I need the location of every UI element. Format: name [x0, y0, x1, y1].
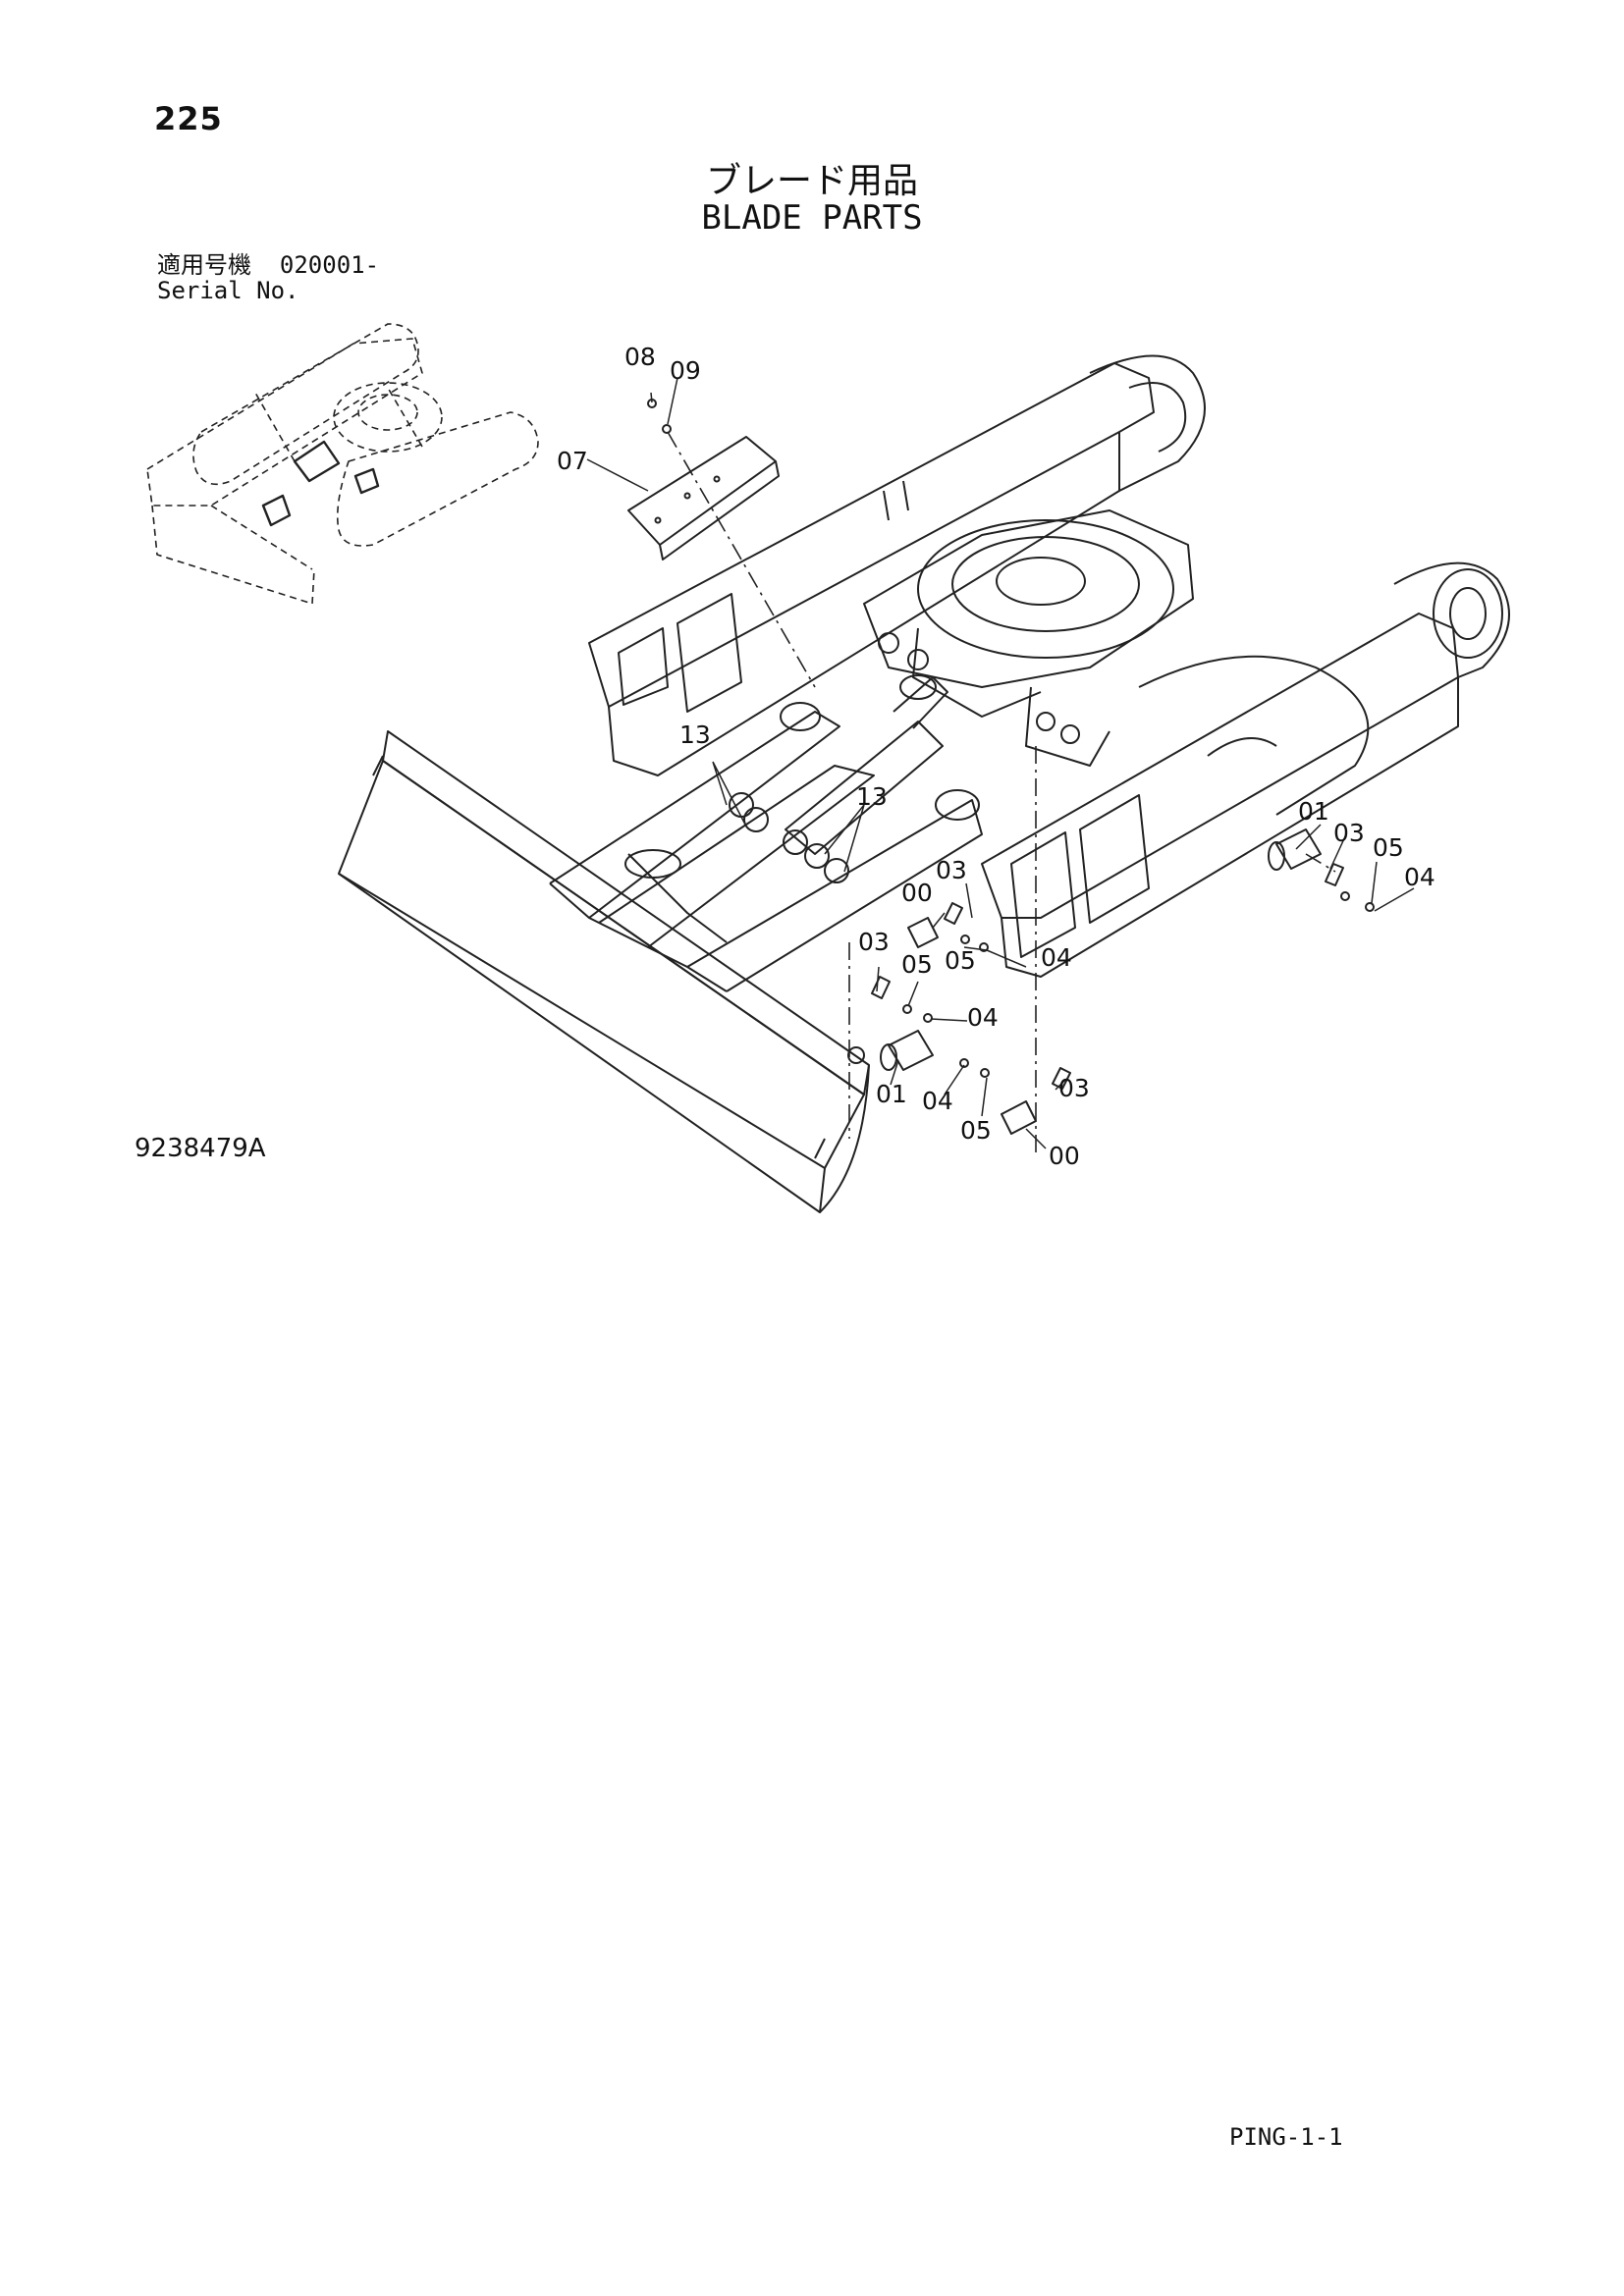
dozer-blade [338, 730, 870, 1213]
right-track-frame [981, 561, 1510, 978]
leader-lines [586, 377, 1415, 1149]
drawing-number: 9238479A [135, 1134, 266, 1163]
callout-04: 04 [1404, 863, 1435, 891]
key-map-inset [146, 323, 539, 605]
page-title-japanese: ブレード用品 [705, 161, 918, 201]
alignment-lines [667, 431, 1336, 1153]
left-track-frame [588, 354, 1206, 776]
callout-labels: 08 09 07 13 13 01 03 05 04 03 00 05 04 0… [557, 343, 1435, 1170]
callout-05: 05 [960, 1116, 992, 1145]
cover-plate [627, 436, 780, 561]
callout-04: 04 [922, 1087, 953, 1115]
callout-05: 05 [1373, 833, 1404, 862]
callout-05: 05 [945, 946, 976, 975]
center-frame [863, 509, 1194, 767]
page-title-english: BLADE PARTS [701, 198, 923, 238]
blade-cylinder [729, 674, 948, 883]
callout-03: 03 [1058, 1074, 1090, 1102]
callout-00: 00 [1049, 1142, 1080, 1170]
callout-03: 03 [1333, 819, 1365, 847]
callout-07: 07 [557, 447, 588, 475]
callout-08: 08 [624, 343, 656, 371]
callout-13: 13 [856, 782, 888, 811]
callout-01: 01 [876, 1080, 907, 1108]
callout-05: 05 [901, 950, 933, 979]
callout-03: 03 [858, 928, 890, 956]
page-number: 225 [154, 100, 223, 137]
serial-info: 適用号機 020001- Serial No. [157, 252, 379, 303]
callout-13: 13 [679, 721, 711, 749]
key-map-highlight [261, 440, 380, 527]
serial-label-english: Serial No. [157, 277, 299, 304]
callout-03: 03 [936, 856, 967, 884]
pins-and-fasteners [647, 399, 1375, 1135]
callout-04: 04 [967, 1003, 999, 1032]
serial-label-japanese: 適用号機 [157, 251, 251, 279]
callout-09: 09 [670, 356, 701, 385]
sheet-code: PING-1-1 [1229, 2123, 1343, 2151]
callout-00: 00 [901, 879, 933, 907]
callout-04: 04 [1041, 943, 1072, 972]
serial-value: 020001- [279, 251, 380, 279]
blade-parts-exploded-diagram: 08 09 07 13 13 01 03 05 04 03 00 05 04 0… [146, 323, 1510, 1213]
blade-arms [549, 702, 983, 992]
callout-01: 01 [1298, 797, 1329, 826]
